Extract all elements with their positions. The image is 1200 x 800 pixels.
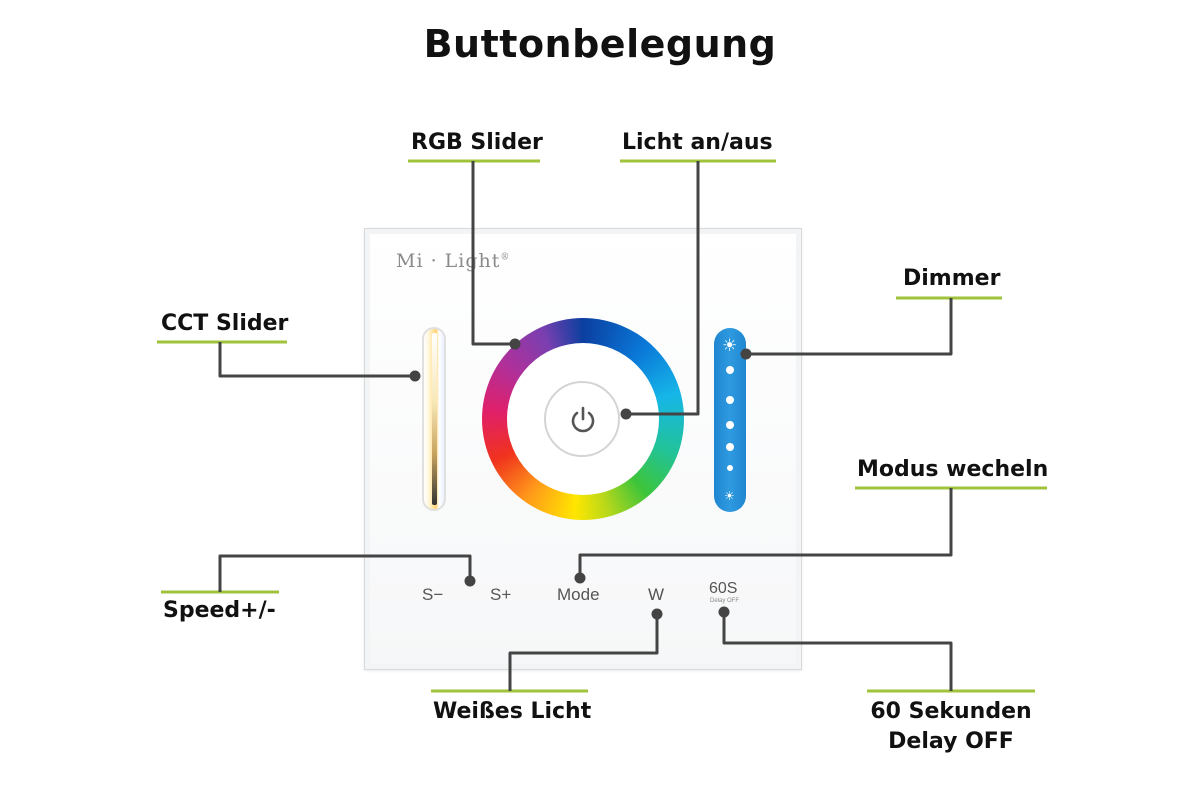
callout-delay: 60 Sekunden Delay OFF [866, 697, 1036, 756]
callout-speed: Speed+/- [163, 598, 276, 623]
callout-white-light: Weißes Licht [433, 699, 592, 724]
delay-button-sublabel: Delay OFF [710, 598, 740, 604]
mode-button[interactable]: Mode [557, 585, 600, 604]
dimmer-level-dot [727, 465, 733, 471]
dimmer-slider[interactable]: ☀ ☀ [714, 328, 746, 512]
dimmer-level-dot [726, 443, 734, 451]
power-button[interactable] [544, 381, 620, 457]
dimmer-level-dot [726, 421, 734, 429]
cct-slider[interactable] [422, 327, 446, 511]
dimmer-level-dot [726, 396, 734, 404]
callout-mode-change: Modus wecheln [857, 457, 1049, 482]
speed-plus-button[interactable]: S+ [490, 585, 512, 604]
callout-rgb-slider: RGB Slider [411, 130, 543, 155]
white-button[interactable]: W [648, 585, 665, 604]
callout-light-on-off: Licht an/aus [622, 130, 773, 155]
callout-delay-line1: 60 Sekunden [870, 699, 1032, 724]
callout-dimmer: Dimmer [903, 266, 1001, 291]
sun-icon: ☀ [722, 336, 738, 356]
speed-minus-button[interactable]: S− [422, 585, 444, 604]
callout-delay-line2: Delay OFF [888, 728, 1014, 754]
page-title: Buttonbelegung [423, 22, 777, 66]
delay-button[interactable]: 60S [709, 580, 738, 597]
sun-icon: ☀ [724, 489, 735, 503]
callout-cct-slider: CCT Slider [161, 311, 289, 336]
power-icon [571, 406, 595, 433]
dimmer-level-dot [726, 366, 734, 374]
